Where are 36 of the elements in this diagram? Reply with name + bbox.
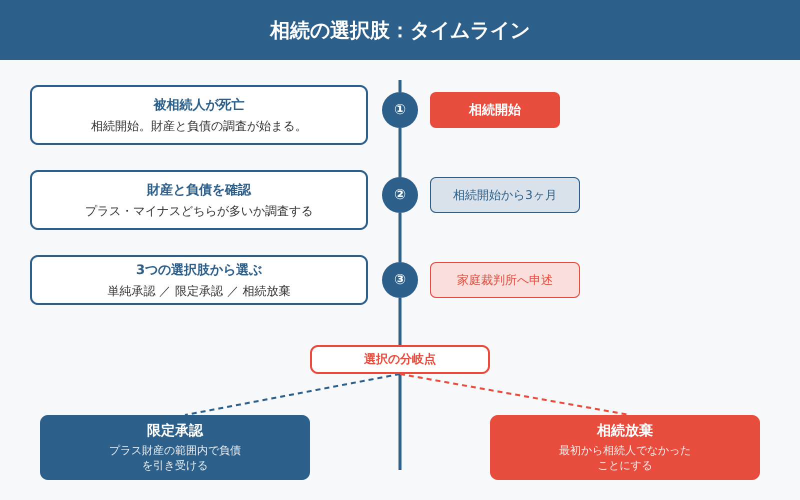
tag-text: 相続開始 (469, 102, 521, 119)
option-card (40, 415, 310, 480)
deadline-tag (430, 177, 580, 213)
timeline-line (398, 128, 402, 177)
option-heading: 相続放棄 (597, 422, 653, 440)
timeline-line (398, 213, 402, 262)
option-description: 最初から相続人でなかったことにする (558, 442, 692, 474)
dashed-connector (184, 373, 400, 416)
tag-text: 家庭裁判所へ申述 (457, 272, 553, 288)
timeline-line (398, 374, 402, 470)
option-description: プラス財産の範囲内で負債を引き受ける (108, 442, 242, 474)
step-heading: 財産と負債を確認 (147, 182, 251, 198)
step-number: ② (394, 187, 406, 203)
step-description: 相続開始。財産と負債の調査が始まる。 (91, 118, 307, 134)
step-card (30, 85, 368, 145)
step-card (30, 170, 368, 230)
step-heading: 被相続人が死亡 (154, 96, 244, 114)
option-card (490, 415, 760, 480)
step-circle (382, 92, 418, 128)
branch-label: 選択の分岐点 (364, 351, 436, 368)
step-circle (382, 262, 418, 298)
tag-text: 相続開始から3ヶ月 (453, 186, 557, 204)
step-description: プラス・マイナスどちらが多いか調査する (85, 202, 313, 220)
step-circle (382, 177, 418, 213)
procedure-tag (430, 262, 580, 298)
step-description: 単純承認 ／ 限定承認 ／ 相続放棄 (107, 282, 291, 300)
option-heading: 限定承認 (147, 422, 203, 440)
timeline-line (398, 80, 402, 92)
branch-point-box (310, 345, 490, 374)
step-number: ① (394, 102, 406, 118)
step-number: ③ (394, 272, 406, 288)
step-heading: 3つの選択肢から選ぶ (136, 262, 262, 278)
title: 相続の選択肢：タイムライン (270, 16, 530, 44)
timeline-line (398, 298, 402, 345)
event-tag (430, 92, 560, 128)
step-card (30, 255, 368, 305)
